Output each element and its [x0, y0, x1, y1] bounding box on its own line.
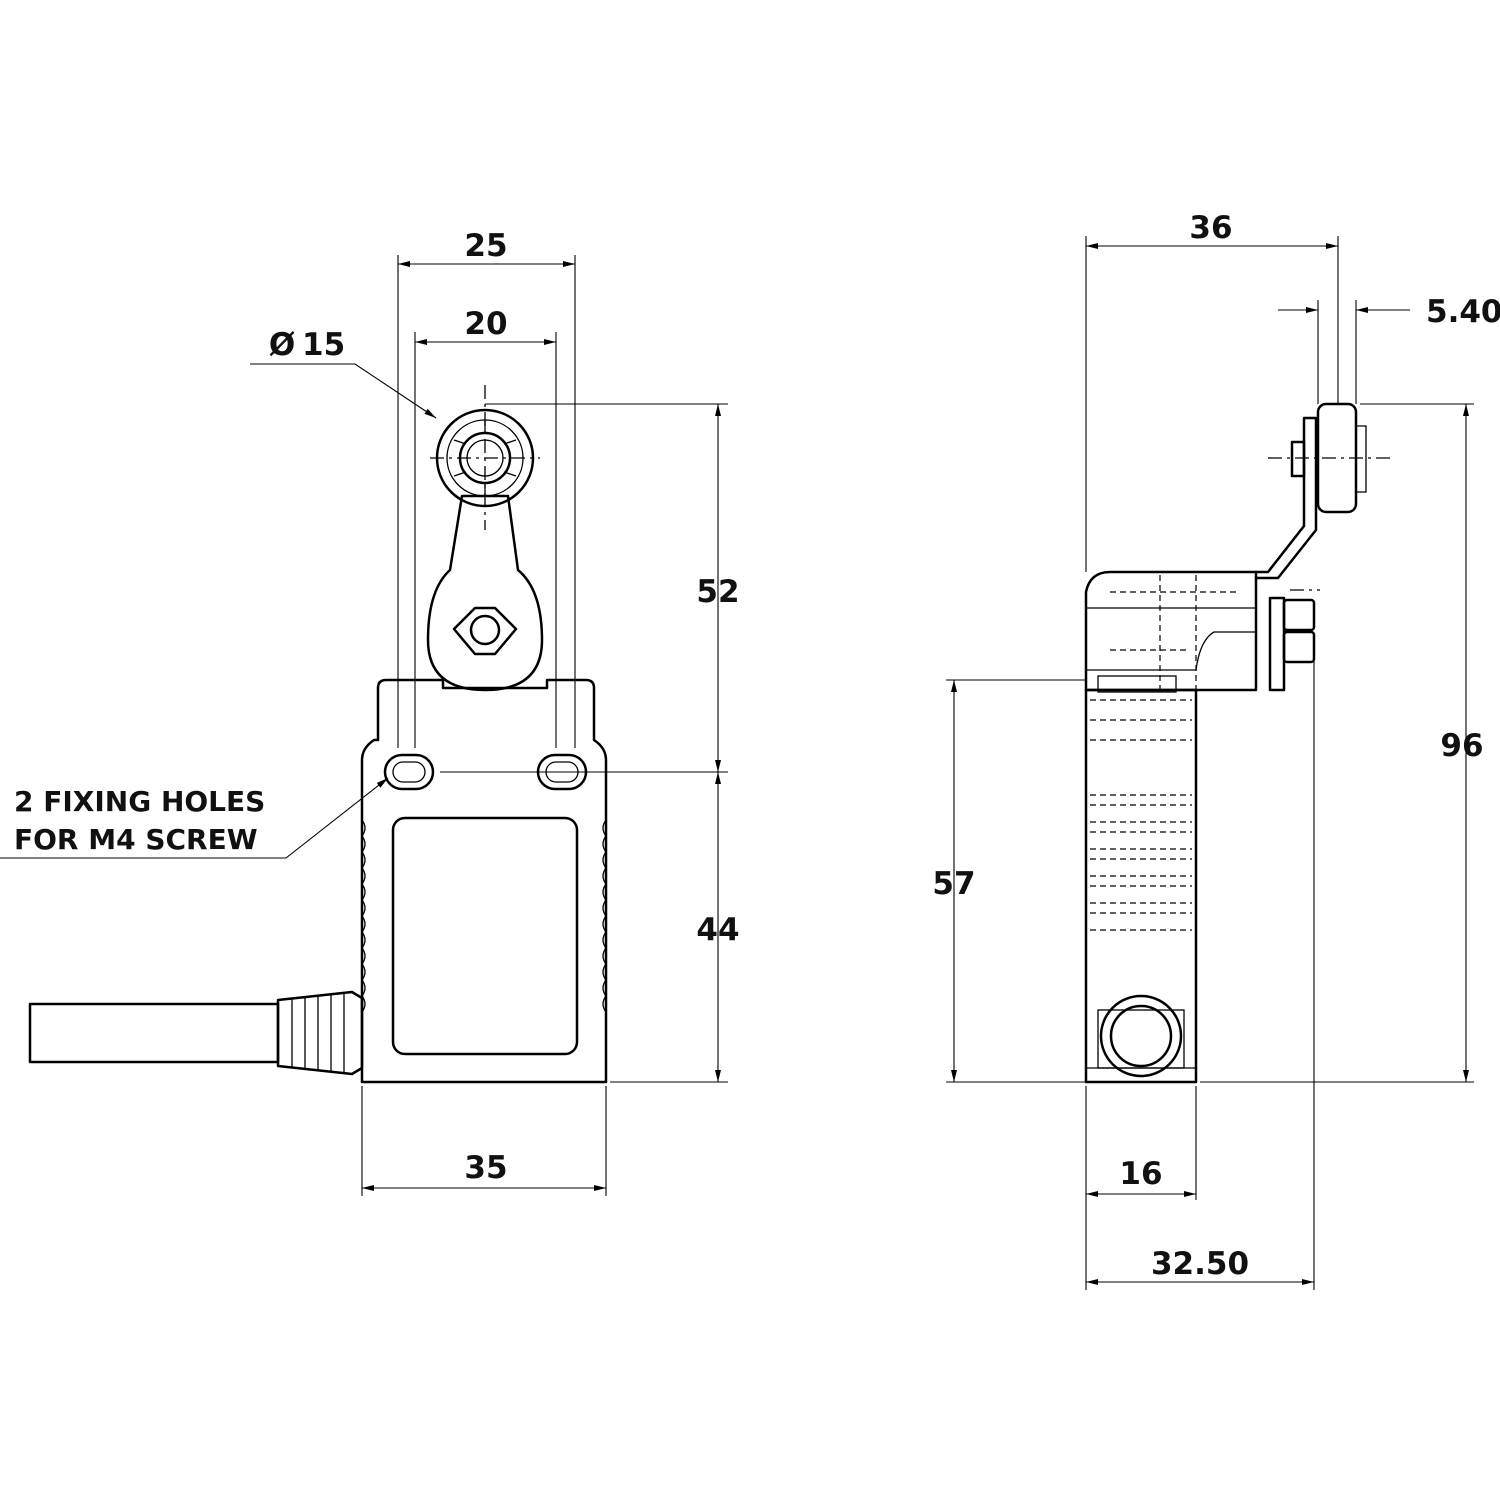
side-body-ribs	[1090, 699, 1192, 931]
side-head-detail	[1086, 607, 1256, 671]
dim-diameter-15-label: 15	[302, 327, 345, 363]
diameter-symbol: Ø	[269, 327, 295, 363]
leader-diameter-15	[250, 363, 437, 419]
cable-gland	[276, 990, 364, 1076]
side-view: 36 5.40 96 57 16 32.50	[932, 210, 1500, 1290]
dim-96-label: 96	[1440, 728, 1483, 764]
front-view: 25 20 Ø 15 52 44 35 2 FIXING HOLES FOR M…	[0, 228, 740, 1196]
cable-gland-ribs	[291, 993, 345, 1073]
lever-arm	[426, 494, 544, 692]
front-extension-lines	[361, 255, 728, 1196]
dim-57-label: 57	[932, 866, 975, 902]
dim-44-label: 44	[696, 912, 739, 948]
fixing-hole-left	[383, 753, 435, 791]
dim-35-label: 35	[464, 1150, 507, 1186]
fixing-holes-note-line1: 2 FIXING HOLES	[14, 785, 265, 818]
dim-52-label: 52	[696, 574, 739, 610]
side-extension-lines	[946, 236, 1474, 1290]
dim-20-label: 20	[464, 306, 507, 342]
body-right-grip	[602, 819, 607, 1013]
side-actuator-nuts	[1268, 589, 1320, 692]
side-head-hidden-lines	[1110, 575, 1240, 690]
side-roller-axle	[1290, 440, 1306, 478]
label-window	[391, 816, 579, 1056]
side-cable-entry	[1086, 994, 1196, 1078]
dim-36-label: 36	[1189, 210, 1232, 246]
side-head-outline	[1084, 570, 1258, 692]
fixing-holes-note-line2: FOR M4 SCREW	[14, 823, 258, 856]
side-body-outline	[1084, 688, 1198, 1084]
leader-fixing-holes	[0, 777, 389, 859]
side-collar	[1097, 675, 1177, 693]
body-left-grip	[361, 819, 366, 1013]
dim-16-label: 16	[1119, 1156, 1162, 1192]
switch-body-outline	[360, 678, 608, 1084]
dim-32-50-label: 32.50	[1151, 1246, 1249, 1282]
cable	[28, 1002, 280, 1064]
side-lever-arm	[1254, 416, 1318, 580]
dim-25-label: 25	[464, 228, 507, 264]
fixing-hole-right	[536, 753, 588, 791]
dim-5-40-label: 5.40	[1426, 294, 1500, 330]
lever-hex-nut	[452, 606, 518, 656]
side-roller-lip	[1356, 425, 1367, 493]
lever-shaft	[469, 614, 501, 646]
